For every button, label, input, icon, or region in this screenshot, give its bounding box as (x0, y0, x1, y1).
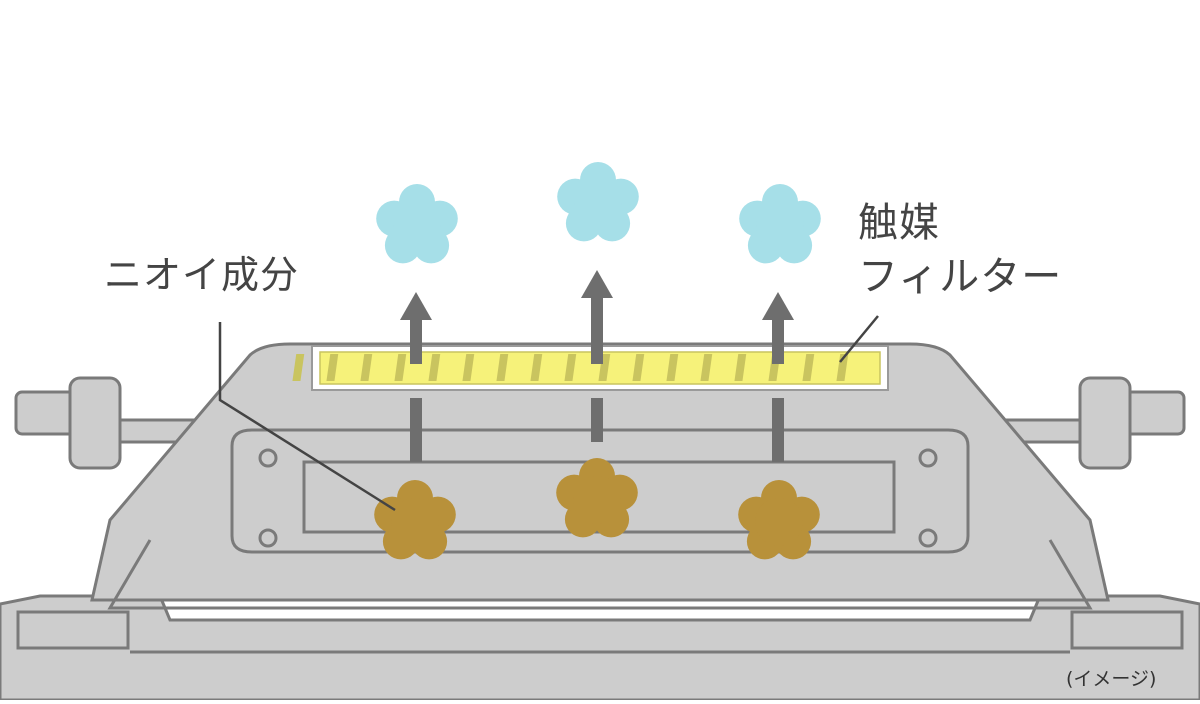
catalyst-filter-label-line1: 触媒 (858, 200, 940, 246)
clean-air-icon-right (739, 184, 821, 264)
filter-slots (292, 354, 849, 381)
grill-base (0, 594, 1200, 702)
arrow-lower-segments (410, 398, 784, 462)
catalyst-filter-label-line2: フィルター (858, 254, 1063, 300)
odor-component-label: ニオイ成分 (104, 253, 300, 297)
up-arrow-icon-center (581, 270, 613, 364)
clean-air-icon-center (557, 162, 639, 242)
clean-air-icon-left (376, 184, 458, 264)
catalyst-filter-label: 触媒 フィルター (858, 196, 1062, 304)
up-arrow-icon-left (400, 292, 432, 364)
catalyst-filter (292, 345, 889, 391)
image-note: (イメージ) (1066, 668, 1157, 690)
up-arrow-icon-right (762, 292, 794, 364)
odor-leader-line (218, 322, 396, 512)
filter-leader-line (839, 315, 879, 363)
